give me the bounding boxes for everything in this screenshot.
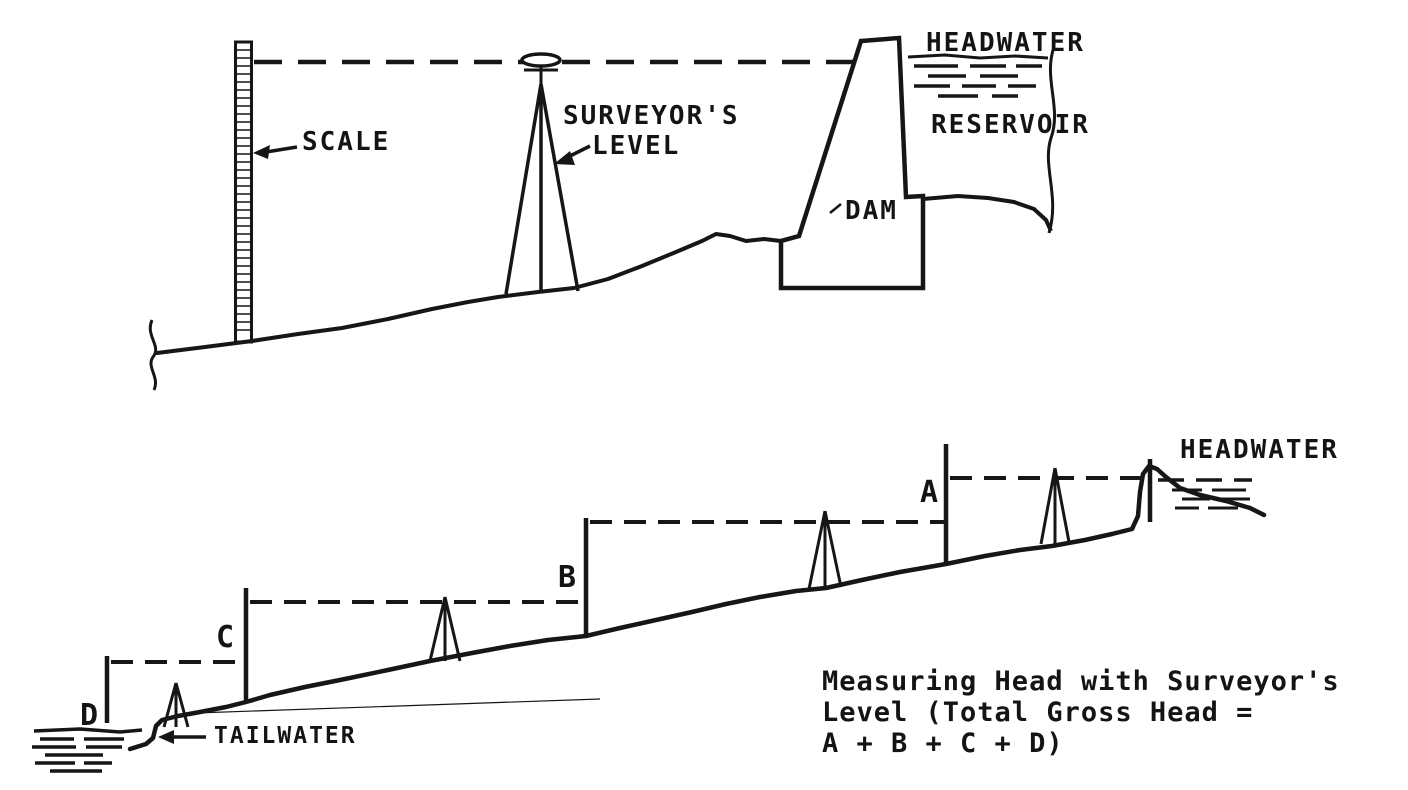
dam-outline xyxy=(778,35,926,291)
scale-arrow xyxy=(253,145,298,159)
ground-line-upper xyxy=(155,232,783,355)
scale-staff-ticks xyxy=(236,49,251,331)
scale-staff xyxy=(234,40,253,344)
tripods-lower xyxy=(162,467,1071,728)
tripod-b xyxy=(807,510,843,590)
break-line-right xyxy=(1046,46,1057,234)
surveyors-level-tripod xyxy=(504,52,580,295)
surveyors-level-label-line2: LEVEL xyxy=(592,131,681,161)
tripod-a xyxy=(1039,467,1071,545)
segment-mark-b: B xyxy=(558,560,579,595)
headwater-label-top: HEADWATER xyxy=(926,28,1085,58)
dashed-sight-lines xyxy=(111,476,1148,664)
leveling-staffs xyxy=(104,444,1153,723)
level-telescope-icon xyxy=(520,52,562,68)
caption-line-2: Level (Total Gross Head = xyxy=(822,697,1254,728)
level-arrow xyxy=(554,144,591,165)
tailwater-arrow xyxy=(158,730,206,744)
ground-line-lower xyxy=(127,463,1267,752)
caption-line-1: Measuring Head with Surveyor's xyxy=(822,666,1340,697)
tripod-c xyxy=(428,596,462,662)
dam-leader-tick xyxy=(829,203,842,214)
figure-caption: Measuring Head with Surveyor's Level (To… xyxy=(822,666,1340,759)
segment-mark-c: C xyxy=(216,620,237,655)
segment-mark-a: A xyxy=(920,475,941,510)
caption-line-3: A + B + C + D) xyxy=(822,728,1064,759)
surveyors-level-label-line1: SURVEYOR'S xyxy=(563,101,740,131)
headwater-label-bottom: HEADWATER xyxy=(1180,435,1339,465)
reservoir-water-hatch xyxy=(907,53,1049,98)
tailwater-hatch xyxy=(32,727,143,773)
thin-reference-line xyxy=(195,698,601,714)
tripod-d xyxy=(162,682,190,728)
tailwater-label: TAILWATER xyxy=(214,723,357,749)
reservoir-label: RESERVOIR xyxy=(931,110,1090,140)
headwater-lower-hatch xyxy=(1158,478,1252,510)
dam-label: DAM xyxy=(845,196,898,226)
segment-mark-d: D xyxy=(80,698,101,733)
scale-label: SCALE xyxy=(302,127,391,157)
ground-line-right-of-dam xyxy=(922,193,1053,232)
break-line-left xyxy=(148,319,158,391)
